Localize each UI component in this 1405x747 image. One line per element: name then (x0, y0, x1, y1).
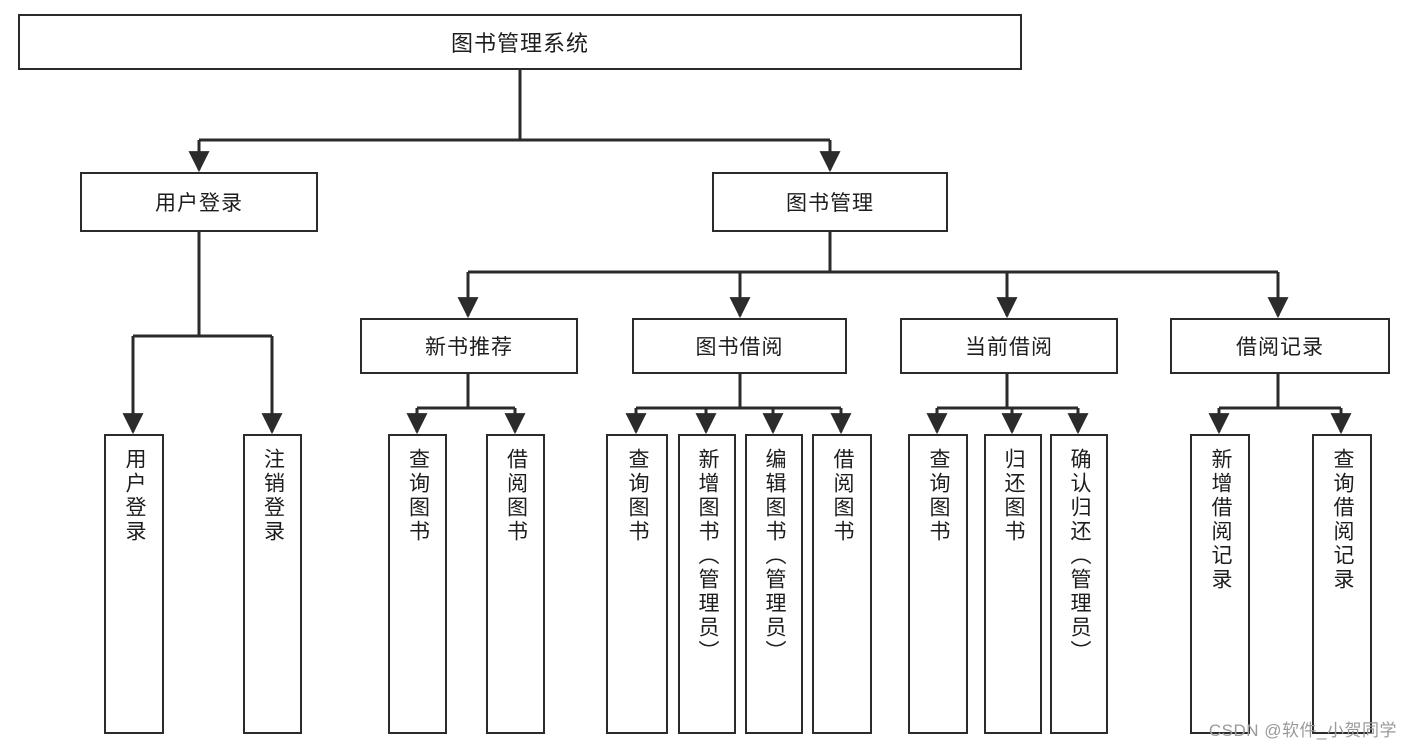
node-leaf-11-label: 新增借阅记录 (1209, 448, 1233, 592)
node-leaf-8-label: 查询图书 (927, 448, 951, 544)
node-level2-3-label: 借阅记录 (1236, 336, 1324, 359)
node-root-label: 图书管理系统 (450, 31, 589, 56)
node-leaf-2[interactable]: 查询图书 (388, 434, 447, 734)
node-leaf-12[interactable]: 查询借阅记录 (1312, 434, 1372, 734)
node-leaf-11[interactable]: 新增借阅记录 (1190, 434, 1250, 734)
node-leaf-10-label: 确认归还（管理员） (1068, 448, 1092, 664)
node-leaf-4[interactable]: 查询图书 (606, 434, 668, 734)
node-leaf-4-label: 查询图书 (626, 448, 650, 544)
watermark: CSDN @软件_小贺同学 (1208, 721, 1397, 740)
node-leaf-1[interactable]: 注销登录 (243, 434, 302, 734)
node-leaf-6-label: 编辑图书（管理员） (763, 448, 787, 664)
node-leaf-3-label: 借阅图书 (504, 448, 528, 544)
node-level1-0[interactable]: 用户登录 (80, 172, 318, 232)
node-level2-1[interactable]: 图书借阅 (632, 318, 847, 374)
node-leaf-5-label: 新增图书（管理员） (696, 448, 720, 664)
node-level1-1-label: 图书管理 (786, 192, 874, 215)
node-leaf-0-label: 用户登录 (123, 448, 147, 544)
node-level2-0[interactable]: 新书推荐 (360, 318, 578, 374)
node-level2-0-label: 新书推荐 (425, 336, 513, 359)
node-level2-2[interactable]: 当前借阅 (900, 318, 1118, 374)
node-leaf-0[interactable]: 用户登录 (104, 434, 164, 734)
node-level1-1[interactable]: 图书管理 (712, 172, 948, 232)
node-leaf-7-label: 借阅图书 (831, 448, 855, 544)
node-leaf-1-label: 注销登录 (261, 448, 285, 544)
node-leaf-10[interactable]: 确认归还（管理员） (1050, 434, 1108, 734)
node-root[interactable]: 图书管理系统 (18, 14, 1022, 70)
node-leaf-3[interactable]: 借阅图书 (486, 434, 545, 734)
node-level1-0-label: 用户登录 (155, 192, 243, 215)
node-leaf-9-label: 归还图书 (1002, 448, 1026, 544)
node-level2-1-label: 图书借阅 (695, 336, 784, 359)
node-leaf-12-label: 查询借阅记录 (1331, 448, 1355, 592)
node-leaf-2-label: 查询图书 (406, 448, 430, 544)
node-leaf-7[interactable]: 借阅图书 (812, 434, 872, 734)
node-leaf-5[interactable]: 新增图书（管理员） (678, 434, 736, 734)
node-level2-3[interactable]: 借阅记录 (1170, 318, 1390, 374)
node-leaf-6[interactable]: 编辑图书（管理员） (745, 434, 803, 734)
node-level2-2-label: 当前借阅 (965, 336, 1053, 359)
node-leaf-8[interactable]: 查询图书 (908, 434, 968, 734)
node-leaf-9[interactable]: 归还图书 (984, 434, 1042, 734)
